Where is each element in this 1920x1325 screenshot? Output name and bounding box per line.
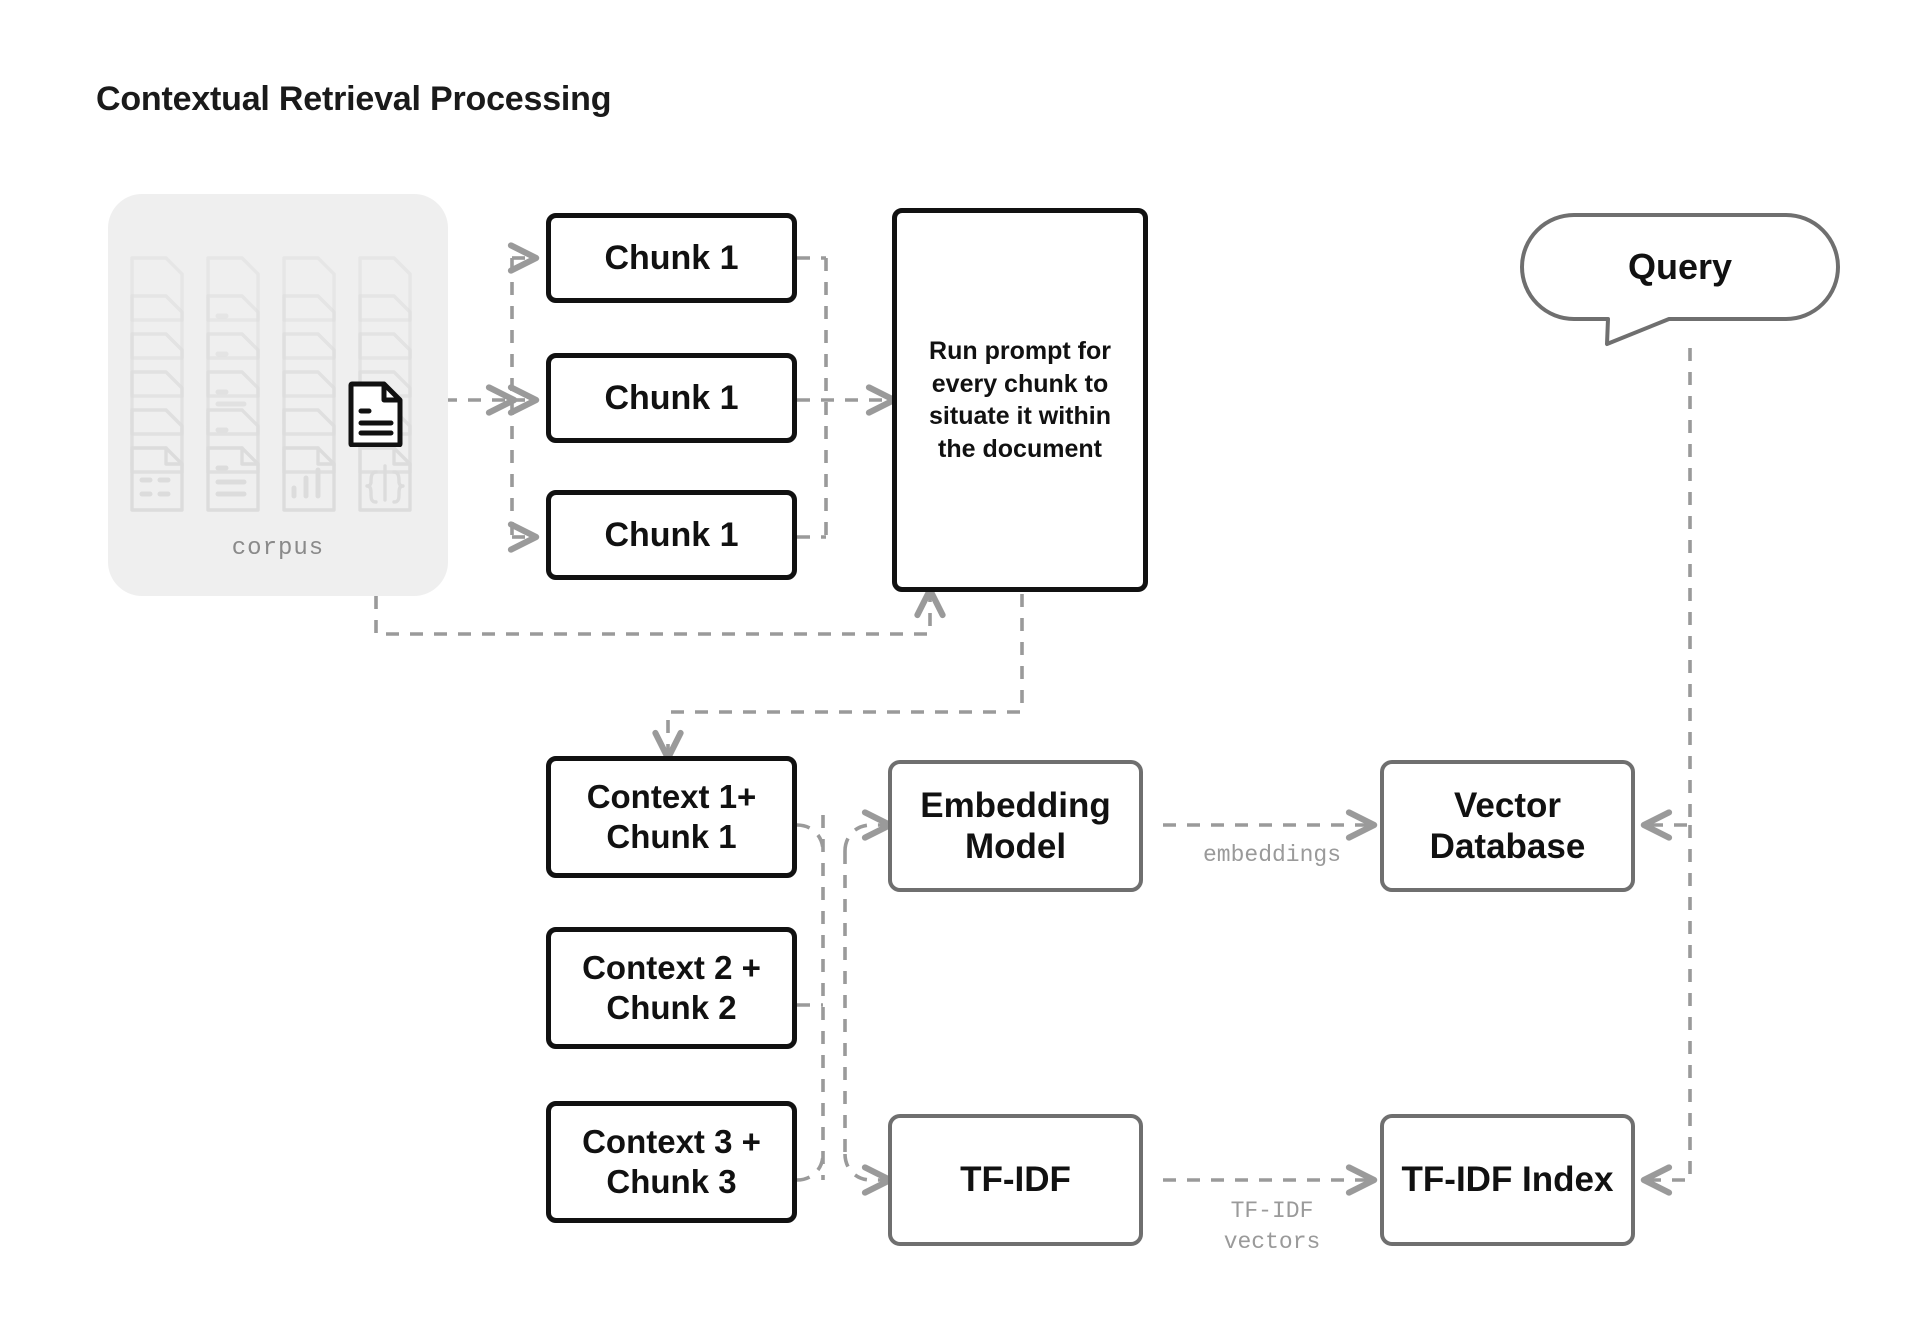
wire-contexts-to-tfidf xyxy=(843,1153,894,1196)
tf-idf-label: TF-IDF xyxy=(960,1160,1071,1200)
run-prompt-label: Run prompt for every chunk to situate it… xyxy=(929,337,1111,463)
vector-database-label: Vector Database xyxy=(1429,785,1586,866)
chunk-box-2[interactable]: Chunk 1 xyxy=(546,353,797,443)
context-box-3-label: Context 3 + Chunk 3 xyxy=(582,1122,761,1200)
chunk-box-3[interactable]: Chunk 1 xyxy=(546,490,797,580)
embedding-model-label: Embedding Model xyxy=(920,785,1111,866)
chunk-box-2-label: Chunk 1 xyxy=(604,378,739,417)
wire-query-to-vector-db xyxy=(1640,348,1692,841)
document-icon[interactable] xyxy=(348,381,404,447)
vector-database-box[interactable]: Vector Database xyxy=(1380,760,1635,892)
wire-contexts-to-embedding xyxy=(843,809,894,852)
tf-idf-box[interactable]: TF-IDF xyxy=(888,1114,1143,1246)
tf-idf-index-label: TF-IDF Index xyxy=(1401,1160,1614,1200)
query-label: Query xyxy=(1627,246,1733,287)
tf-idf-vectors-edge-label: TF-IDF vectors xyxy=(1223,1198,1321,1256)
chunk-box-3-label: Chunk 1 xyxy=(604,515,739,554)
context-box-1[interactable]: Context 1+ Chunk 1 xyxy=(546,756,797,878)
run-prompt-box[interactable]: Run prompt for every chunk to situate it… xyxy=(892,208,1148,592)
context-box-2-label: Context 2 + Chunk 2 xyxy=(582,948,761,1026)
corpus-label: corpus xyxy=(231,535,325,562)
tf-idf-index-box[interactable]: TF-IDF Index xyxy=(1380,1114,1635,1246)
embeddings-edge-label: embeddings xyxy=(1202,842,1342,868)
embedding-model-box[interactable]: Embedding Model xyxy=(888,760,1143,892)
wire-query-to-tfidf-index xyxy=(1640,825,1692,1196)
chunk-box-1-label: Chunk 1 xyxy=(604,238,739,277)
chunk-box-1[interactable]: Chunk 1 xyxy=(546,213,797,303)
context-box-2[interactable]: Context 2 + Chunk 2 xyxy=(546,927,797,1049)
query-bubble[interactable]: Query xyxy=(1519,212,1841,346)
page-title: Contextual Retrieval Processing xyxy=(96,80,612,118)
context-box-1-label: Context 1+ Chunk 1 xyxy=(586,777,757,855)
wire-prompt-to-contexts xyxy=(652,594,1024,762)
context-box-3[interactable]: Context 3 + Chunk 3 xyxy=(546,1101,797,1223)
